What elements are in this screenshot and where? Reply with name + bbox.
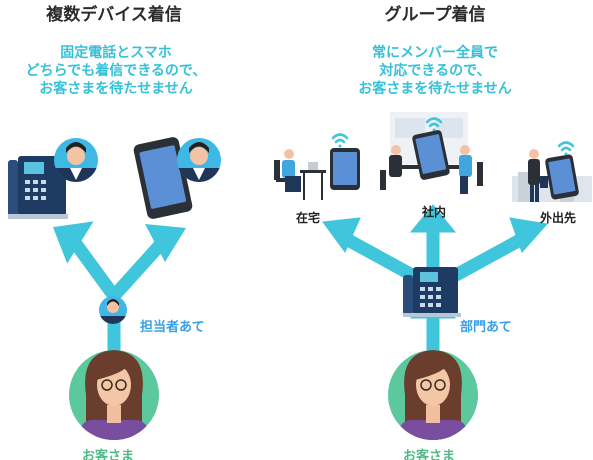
customer-avatar-icon xyxy=(69,350,159,440)
left-desc-line: どちらでも着信できるので、 xyxy=(25,63,207,79)
office-meeting-icon xyxy=(380,112,483,194)
smartphone-icon xyxy=(412,130,450,180)
location-label-outside: 外出先 xyxy=(540,211,577,225)
left-desc-line: お客さまを待たせません xyxy=(39,81,193,97)
smartphone-icon xyxy=(330,148,360,190)
department-phone-icon xyxy=(403,267,461,317)
left-title: 複数デバイス着信 xyxy=(46,5,182,25)
staff-avatar-icon xyxy=(54,138,98,182)
right-customer-label: お客さま xyxy=(403,449,456,460)
left-desc-line: 固定電話とスマホ xyxy=(60,45,172,61)
wifi-icon xyxy=(331,133,349,148)
right-desc-line: お客さまを待たせません xyxy=(358,81,512,97)
smartphone-icon xyxy=(545,154,579,200)
assignee-avatar-icon xyxy=(99,296,127,324)
staff-avatar-icon xyxy=(177,138,221,182)
wifi-icon xyxy=(557,141,575,156)
right-description: 常にメンバー全員で 対応できるので、 お客さまを待たせません xyxy=(330,44,540,98)
right-desc-line: 対応できるので、 xyxy=(379,63,491,79)
right-arrows xyxy=(322,204,548,357)
right-desc-line: 常にメンバー全員で xyxy=(372,45,498,61)
department-label: 部門あて xyxy=(460,320,512,335)
left-description: 固定電話とスマホ どちらでも着信できるので、 お客さまを待たせません xyxy=(0,44,232,98)
desk-phone-icon xyxy=(8,156,68,219)
left-customer-label: お客さま xyxy=(82,449,135,460)
location-label-office: 社内 xyxy=(422,205,447,219)
home-worker-icon xyxy=(274,149,326,200)
right-title: グループ着信 xyxy=(384,5,486,25)
assignee-label: 担当者あて xyxy=(140,320,205,335)
customer-avatar-icon xyxy=(388,350,478,440)
location-label-home: 在宅 xyxy=(296,211,321,225)
